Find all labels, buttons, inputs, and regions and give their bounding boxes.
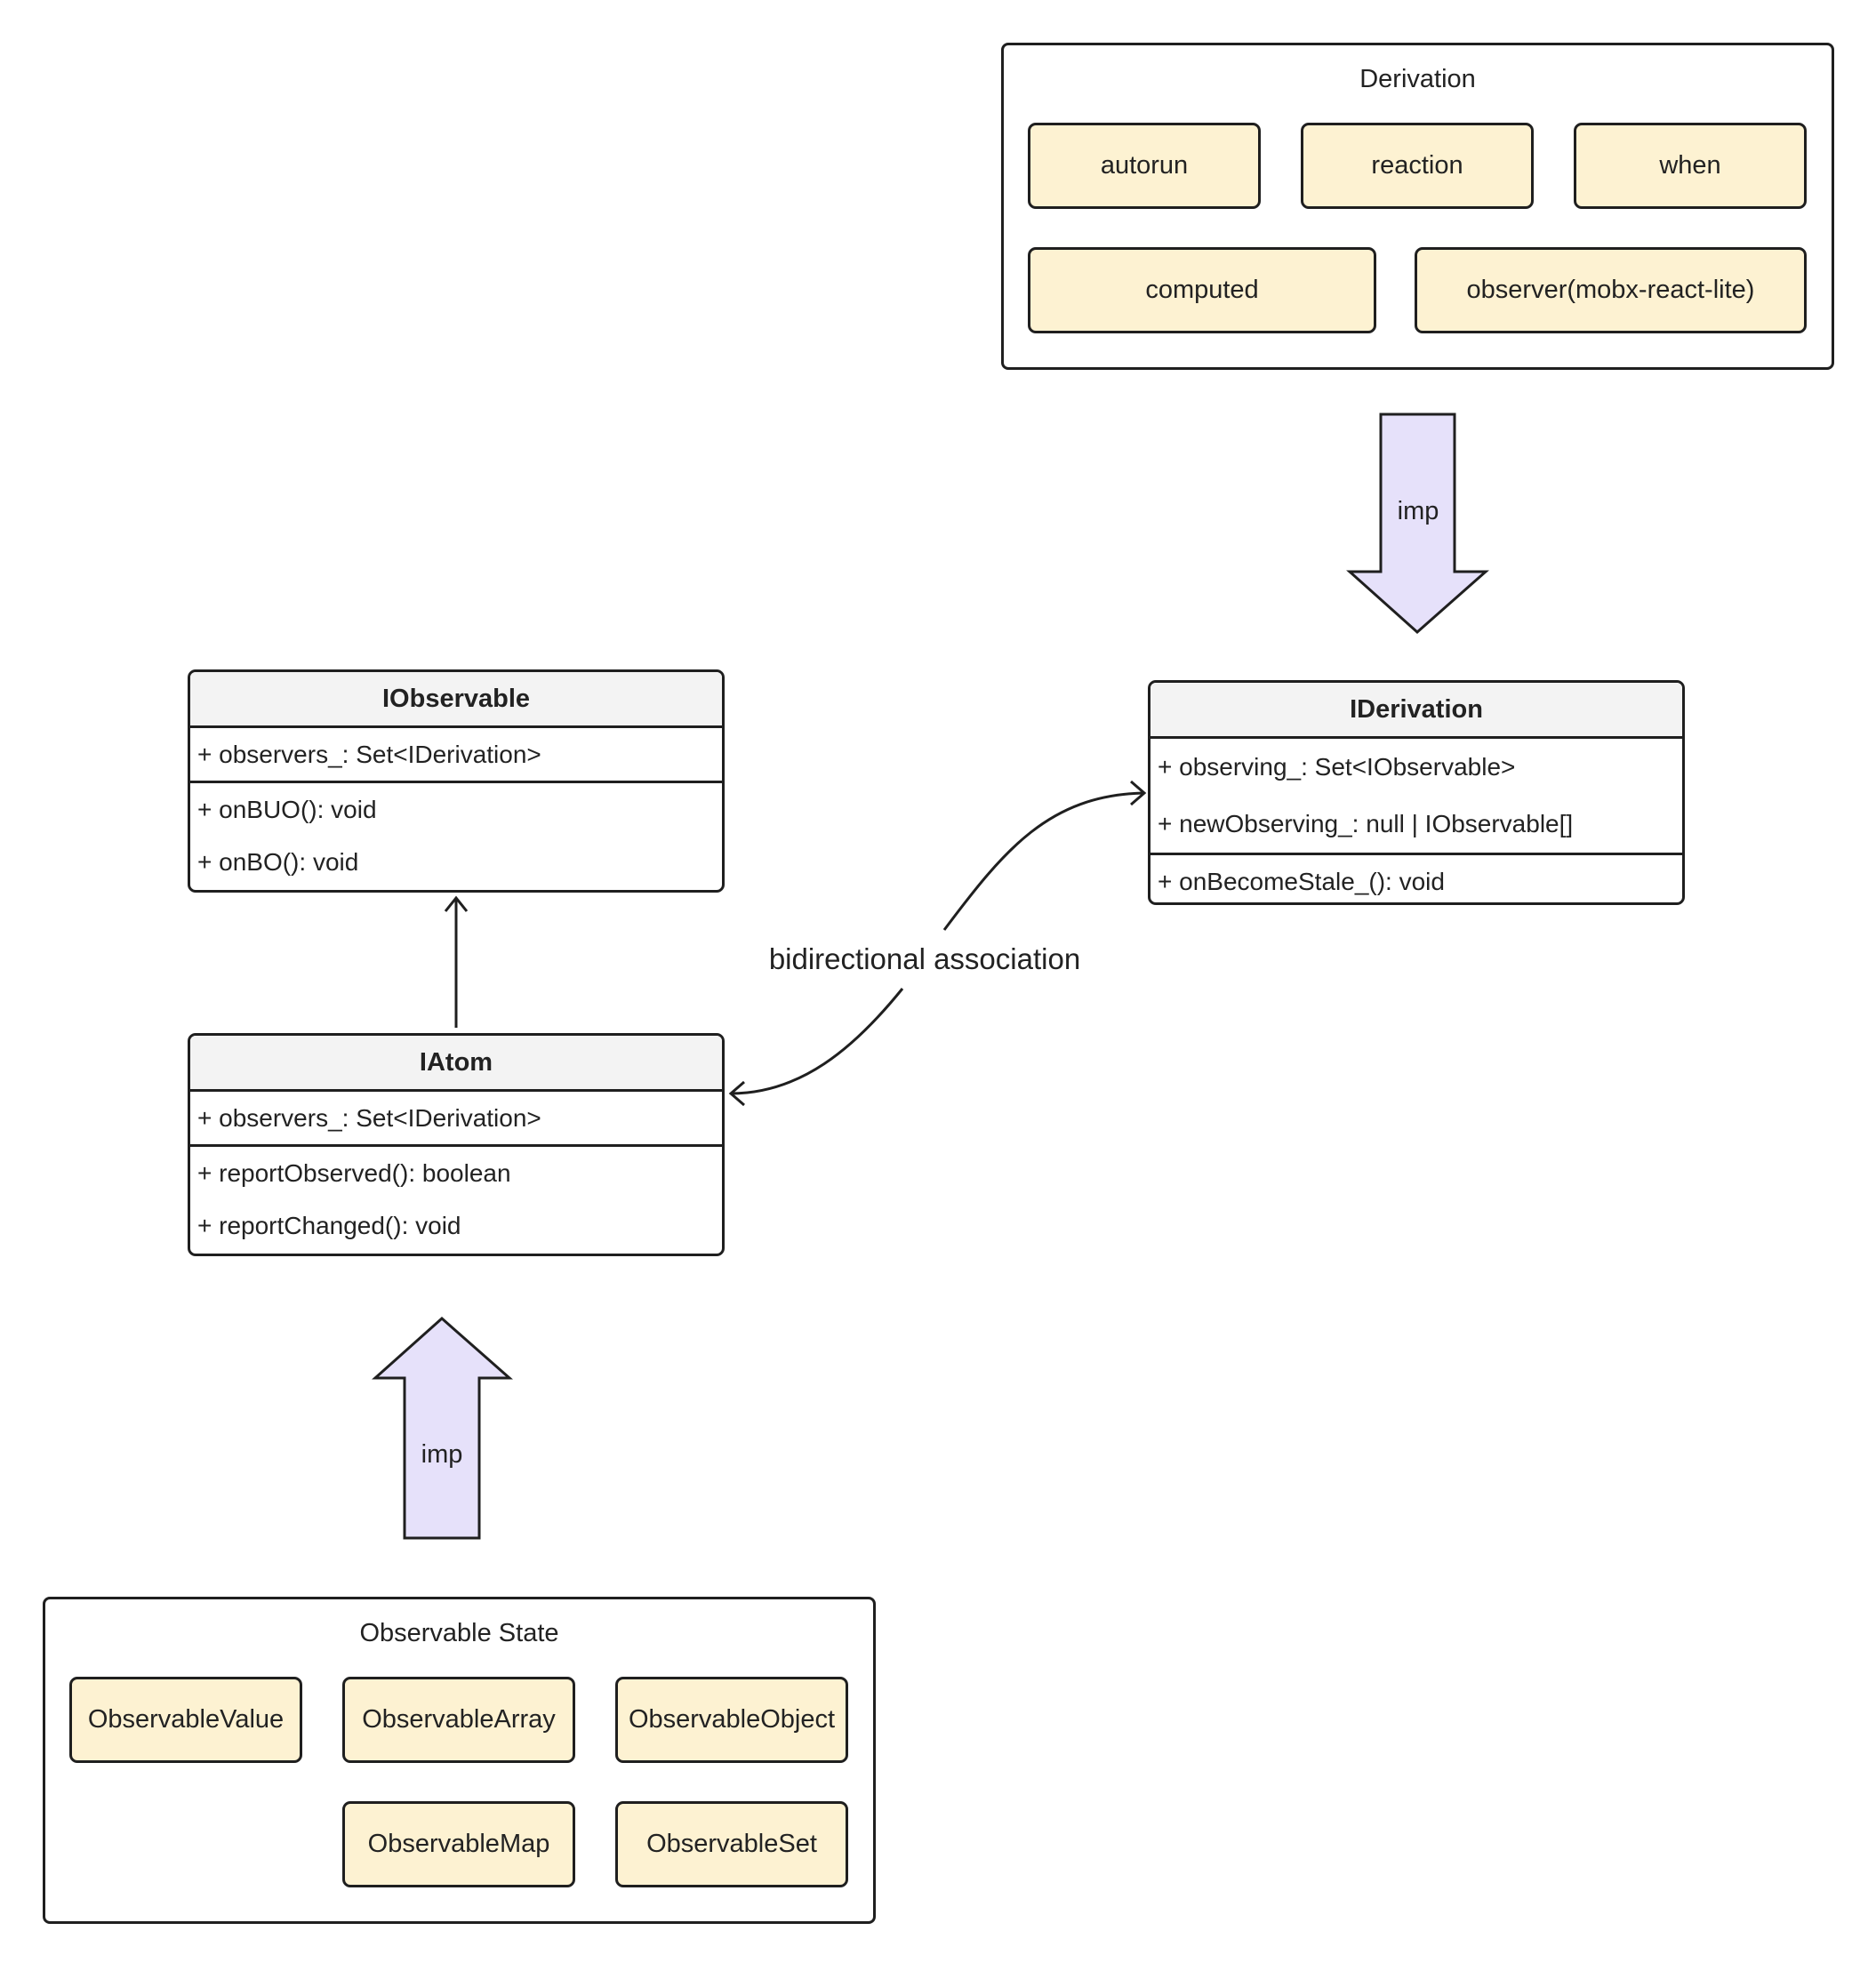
iatom-method: + reportObserved(): boolean (197, 1159, 511, 1187)
iobservable-attribute: + observers_: Set<IDerivation> (197, 741, 541, 768)
iatom-method: + reportChanged(): void (197, 1212, 461, 1239)
observable-state-group-title: Observable State (359, 1619, 559, 1647)
iderivation-name: IDerivation (1150, 683, 1682, 739)
association-curve-lower (730, 988, 904, 1095)
iatom-name: IAtom (190, 1036, 722, 1092)
iobservable-method: + onBO(): void (197, 848, 359, 876)
observable-state-item-set: ObservableSet (615, 1801, 848, 1887)
iobservable-arrowhead (444, 895, 469, 912)
iobservable-method: + onBUO(): void (197, 796, 377, 823)
derivation-item-autorun: autorun (1028, 123, 1261, 209)
iatom-arrowhead (728, 1080, 745, 1107)
observable-state-item-array: ObservableArray (342, 1677, 575, 1763)
derivation-group-title: Derivation (1359, 65, 1476, 93)
iobservable-methods: + onBUO(): void + onBO(): void (190, 783, 722, 888)
iderivation-method: + onBecomeStale_(): void (1158, 868, 1445, 895)
observable-state-item-value: ObservableValue (69, 1677, 302, 1763)
iderivation-attribute: + observing_: Set<IObservable> (1158, 753, 1516, 781)
derivation-item-when: when (1574, 123, 1807, 209)
iderivation-attributes: + observing_: Set<IObservable> + newObse… (1150, 739, 1682, 855)
observable-state-item-object: ObservableObject (615, 1677, 848, 1763)
iatom-methods: + reportObserved(): boolean + reportChan… (190, 1147, 722, 1252)
iobservable-class: IObservable + observers_: Set<IDerivatio… (188, 669, 725, 893)
iderivation-arrowhead (1130, 780, 1147, 806)
derivation-item-observer: observer(mobx-react-lite) (1415, 247, 1807, 333)
observable-state-item-map: ObservableMap (342, 1801, 575, 1887)
derivation-imp-arrow (1346, 413, 1489, 635)
association-label: bidirectional association (768, 942, 1081, 975)
observable-state-imp-arrow (372, 1316, 513, 1540)
iderivation-methods: + onBecomeStale_(): void (1150, 855, 1682, 902)
derivation-item-computed: computed (1028, 247, 1376, 333)
iobservable-name: IObservable (190, 672, 722, 728)
derivation-item-reaction: reaction (1301, 123, 1534, 209)
iderivation-class: IDerivation + observing_: Set<IObservabl… (1148, 680, 1685, 905)
derivation-imp-label: imp (1397, 497, 1439, 525)
iderivation-attribute: + newObserving_: null | IObservable[] (1158, 810, 1574, 837)
iobservable-attributes: + observers_: Set<IDerivation> (190, 728, 722, 783)
association-curve-upper (942, 791, 1143, 931)
observable-state-imp-label: imp (421, 1440, 463, 1469)
iatom-attributes: + observers_: Set<IDerivation> (190, 1092, 722, 1147)
iatom-attribute: + observers_: Set<IDerivation> (197, 1104, 541, 1132)
iatom-class: IAtom + observers_: Set<IDerivation> + r… (188, 1033, 725, 1256)
